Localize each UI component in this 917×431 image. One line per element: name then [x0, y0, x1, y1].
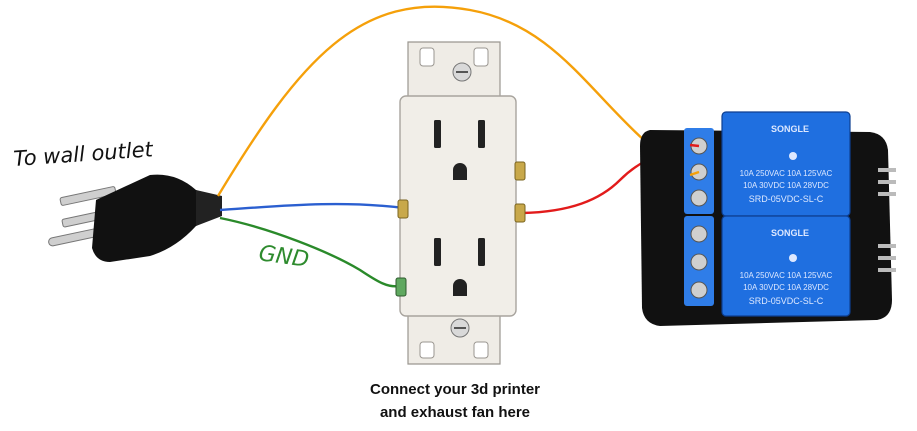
- receptacle-slot: [478, 120, 485, 148]
- relay-2-brand: SONGLE: [771, 228, 809, 238]
- receptacle-slot: [434, 120, 441, 148]
- relay-1-rating-1: 10A 250VAC 10A 125VAC: [740, 169, 833, 178]
- top-receptacle: [434, 120, 485, 180]
- caption: Connect your 3d printer and exhaust fan …: [330, 378, 580, 424]
- gnd-label: GND: [257, 241, 310, 273]
- neutral-terminal-screw: [397, 199, 409, 219]
- plug-prong-top: [59, 186, 117, 206]
- duplex-outlet: [395, 41, 526, 365]
- orange-wire-end: [689, 170, 700, 177]
- relay-2-rating-1: 10A 250VAC 10A 125VAC: [740, 271, 833, 280]
- receptacle-slot: [478, 238, 485, 266]
- plug-body: [92, 174, 218, 262]
- blue-neutral-wire: [219, 202, 405, 212]
- relay-2: SONGLE 10A 250VAC 10A 125VAC 10A 30VDC 1…: [721, 215, 851, 317]
- green-ground-wire: [219, 216, 401, 288]
- header-pins: [878, 168, 896, 272]
- receptacle-ground-hole: [453, 163, 467, 180]
- strap-hole: [419, 47, 435, 67]
- plug-cord-strain: [196, 190, 222, 226]
- ground-terminal-screw: [395, 277, 407, 297]
- relay-1: SONGLE 10A 250VAC 10A 125VAC 10A 30VDC 1…: [721, 111, 851, 217]
- strap-hole: [419, 341, 435, 359]
- hot-terminal-screw-bottom: [514, 203, 526, 223]
- receptacle-slot: [434, 238, 441, 266]
- relay-2-body: [721, 215, 851, 317]
- caption-line-2: and exhaust fan here: [379, 404, 531, 421]
- power-plug: [48, 174, 222, 262]
- strap-hole: [473, 47, 489, 67]
- to-wall-outlet-label: To wall outlet: [13, 137, 155, 171]
- bottom-receptacle: [434, 238, 485, 296]
- hot-terminal-screw-top: [514, 161, 526, 181]
- relay-1-brand: SONGLE: [771, 124, 809, 134]
- receptacle-ground-hole: [453, 279, 467, 296]
- relay-1-rating-2: 10A 30VDC 10A 28VDC: [743, 181, 829, 190]
- relay-1-model: SRD-05VDC-SL-C: [749, 194, 824, 204]
- relay-2-rating-2: 10A 30VDC 10A 28VDC: [743, 283, 829, 292]
- strap-hole: [473, 341, 489, 359]
- relay-2-model: SRD-05VDC-SL-C: [749, 296, 824, 306]
- caption-line-1: Connect your 3d printer: [369, 381, 541, 398]
- relay-module: SONGLE 10A 250VAC 10A 125VAC 10A 30VDC 1…: [640, 111, 896, 326]
- red-wire-end: [689, 143, 700, 148]
- orange-hot-wire: [216, 5, 691, 197]
